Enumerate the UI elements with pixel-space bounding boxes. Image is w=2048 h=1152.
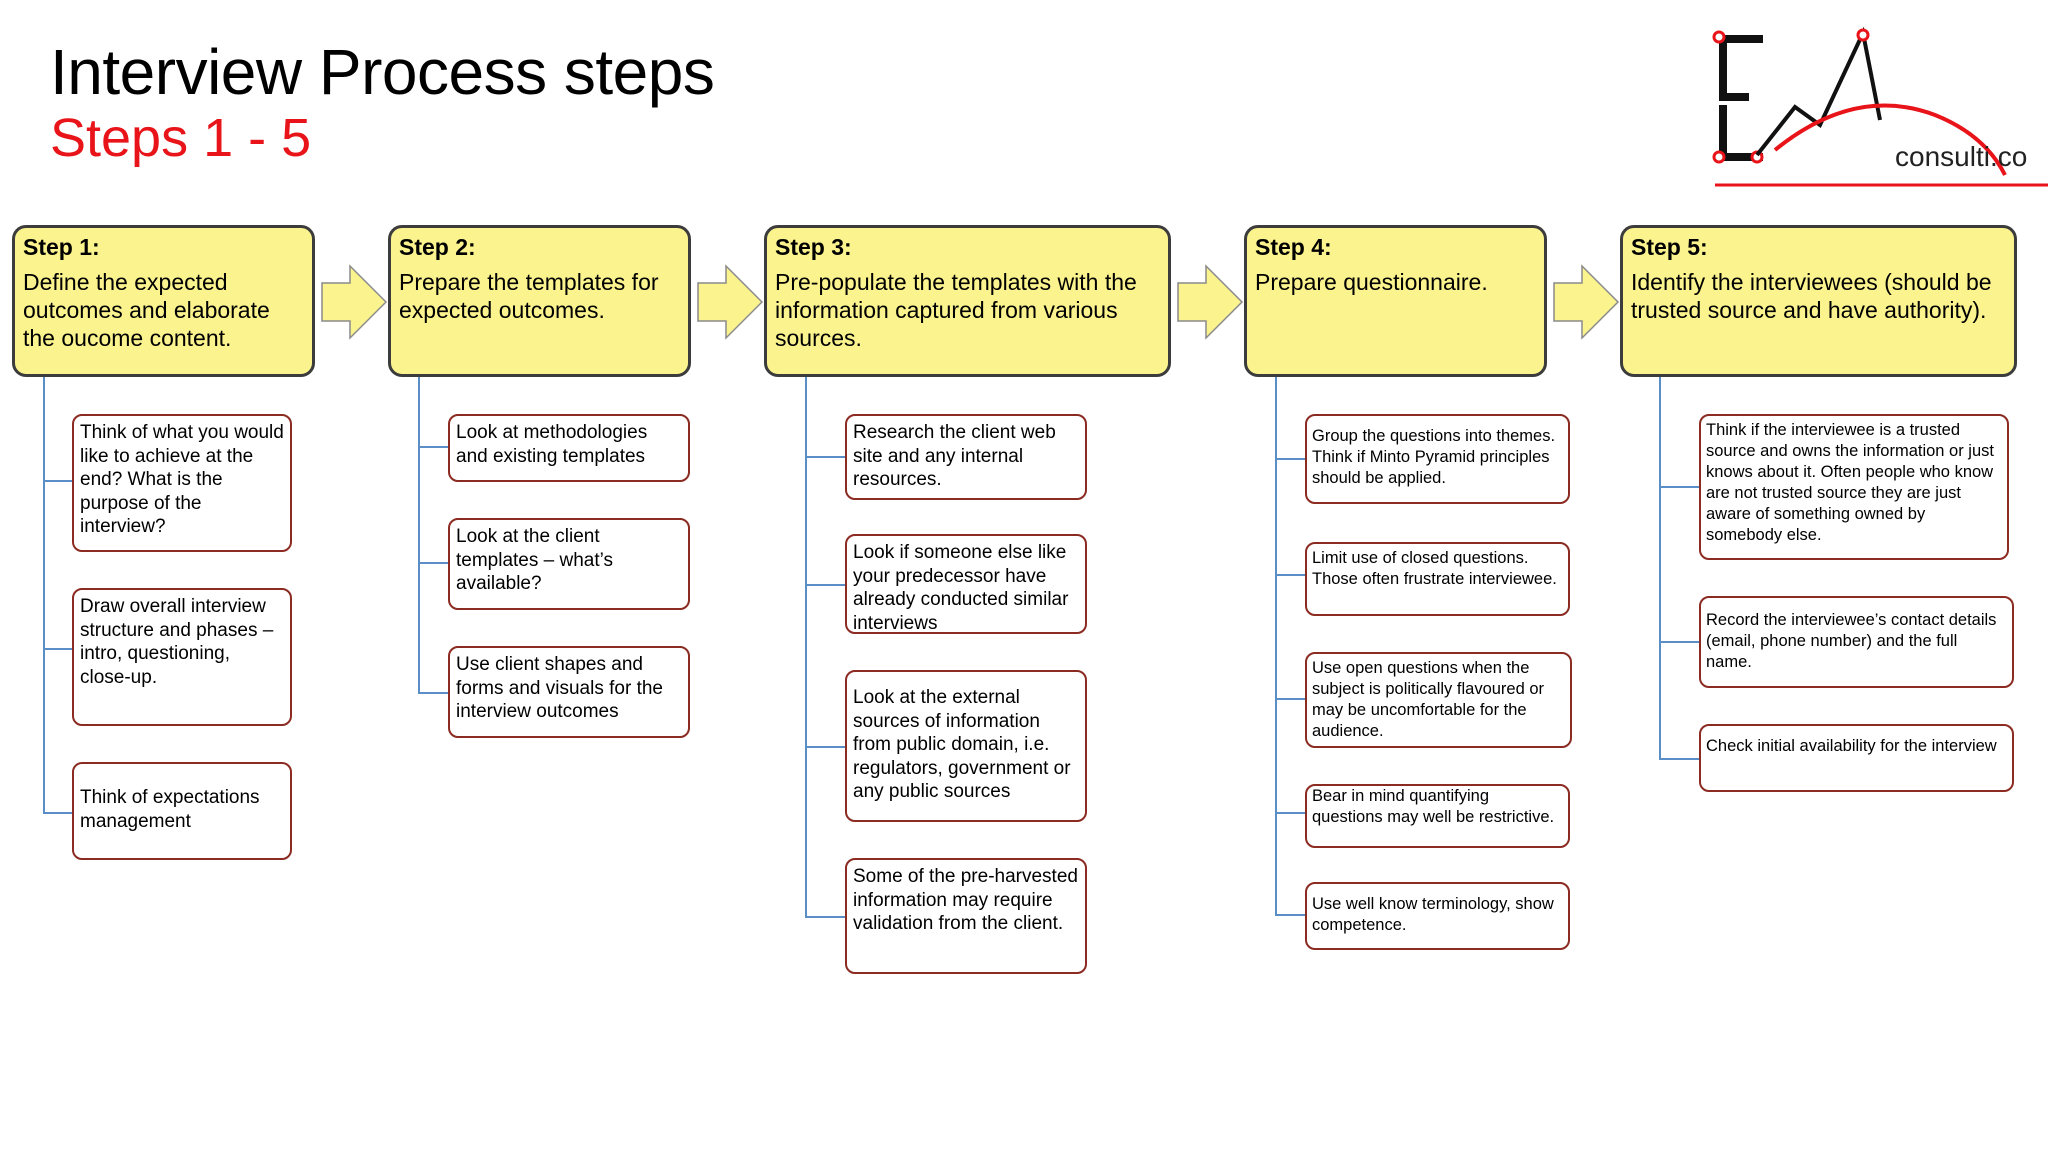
step-2-item: Look at methodologies and existing templ… — [448, 414, 690, 482]
step-2-branch — [418, 446, 448, 448]
arrow-step4-step5 — [1553, 264, 1620, 340]
step-4-box: Step 4: Prepare questionnaire. — [1244, 225, 1547, 377]
arrow-step1-step2 — [321, 264, 388, 340]
step-2-text: Prepare the templates for expected outco… — [399, 269, 659, 323]
step-1-box: Step 1: Define the expected outcomes and… — [12, 225, 315, 377]
step-1-item: Think of expectations management — [72, 762, 292, 860]
step-2-box: Step 2: Prepare the templates for expect… — [388, 225, 691, 377]
page-subtitle: Steps 1 - 5 — [50, 108, 312, 168]
step-3-item: Some of the pre-harvested information ma… — [845, 858, 1087, 974]
step-5-item: Check initial availability for the inter… — [1699, 724, 2014, 792]
step-4-branch — [1275, 574, 1305, 576]
step-4-text: Prepare questionnaire. — [1255, 269, 1488, 295]
step-3-connector — [805, 377, 807, 917]
step-4-item: Bear in mind quantifying questions may w… — [1305, 784, 1570, 848]
step-1-branch — [43, 648, 73, 650]
step-2-branch — [418, 692, 448, 694]
step-5-box: Step 5: Identify the interviewees (shoul… — [1620, 225, 2017, 377]
step-5-label: Step 5: — [1631, 234, 1708, 260]
step-3-item: Research the client web site and any int… — [845, 414, 1087, 500]
step-3-text: Pre-populate the templates with the info… — [775, 269, 1137, 351]
step-2-item: Use client shapes and forms and visuals … — [448, 646, 690, 738]
arrow-step3-step4 — [1177, 264, 1244, 340]
step-1-branch — [43, 480, 73, 482]
step-4-item: Limit use of closed questions. Those oft… — [1305, 542, 1570, 616]
logo-text: consulti.co — [1895, 141, 2028, 172]
step-1-item: Draw overall interview structure and pha… — [72, 588, 292, 726]
step-3-branch — [805, 916, 845, 918]
page-title: Interview Process steps — [50, 36, 715, 108]
step-1-label: Step 1: — [23, 234, 100, 260]
step-4-branch — [1275, 458, 1305, 460]
step-3-branch — [805, 584, 845, 586]
logo-graphic — [1712, 26, 2048, 187]
step-4-item: Use well know terminology, show competen… — [1305, 882, 1570, 950]
step-4-item: Group the questions into themes. Think i… — [1305, 414, 1570, 504]
step-5-branch — [1659, 758, 1699, 760]
step-4-label: Step 4: — [1255, 234, 1332, 260]
step-5-item: Record the interviewee’s contact details… — [1699, 596, 2014, 688]
step-4-item: Use open questions when the subject is p… — [1305, 652, 1572, 748]
step-3-branch — [805, 746, 845, 748]
step-5-branch — [1659, 641, 1699, 643]
step-5-item: Think if the interviewee is a trusted so… — [1699, 414, 2009, 560]
step-4-branch — [1275, 812, 1305, 814]
step-4-connector — [1275, 377, 1277, 915]
step-1-connector — [43, 377, 45, 813]
step-2-branch — [418, 562, 448, 564]
step-2-connector — [418, 377, 420, 693]
step-3-branch — [805, 456, 845, 458]
step-2-item: Look at the client templates – what’s av… — [448, 518, 690, 610]
step-3-label: Step 3: — [775, 234, 852, 260]
step-2-label: Step 2: — [399, 234, 476, 260]
step-3-box: Step 3: Pre-populate the templates with … — [764, 225, 1171, 377]
step-1-text: Define the expected outcomes and elabora… — [23, 269, 270, 351]
step-1-branch — [43, 812, 73, 814]
step-5-text: Identify the interviewees (should be tru… — [1631, 269, 1992, 323]
step-1-item: Think of what you would like to achieve … — [72, 414, 292, 552]
step-3-item: Look at the external sources of informat… — [845, 670, 1087, 822]
arrow-step2-step3 — [697, 264, 764, 340]
step-5-connector — [1659, 377, 1661, 759]
step-4-branch — [1275, 914, 1305, 916]
step-3-item: Look if someone else like your predecess… — [845, 534, 1087, 634]
step-5-branch — [1659, 486, 1699, 488]
step-4-branch — [1275, 698, 1305, 700]
